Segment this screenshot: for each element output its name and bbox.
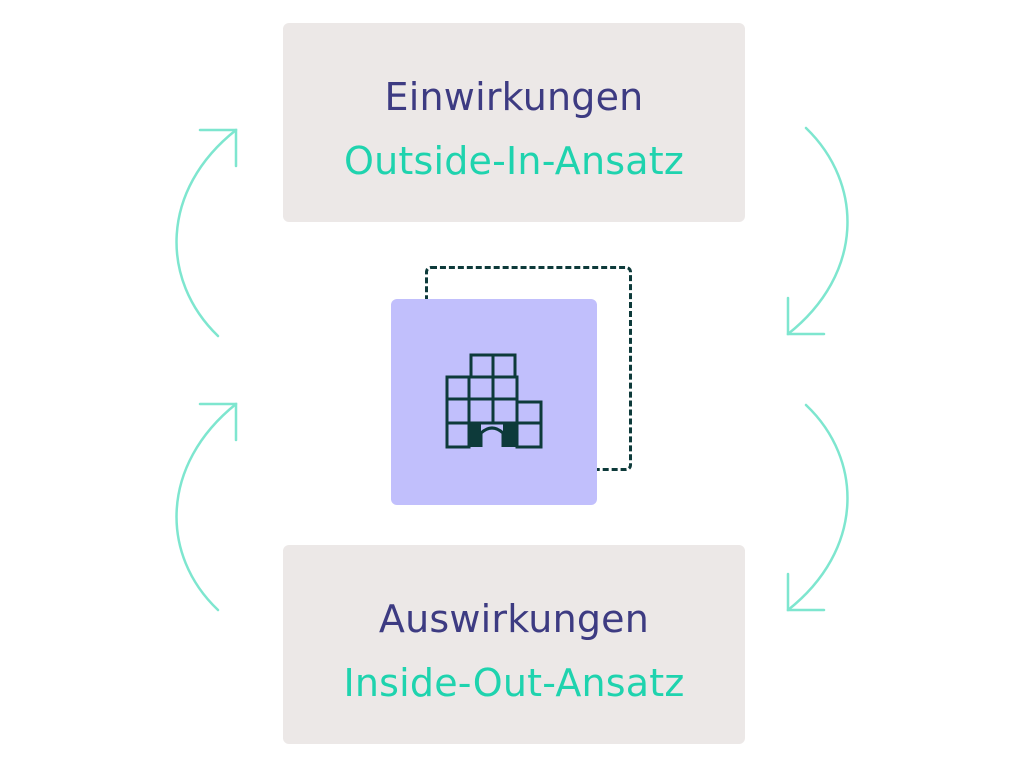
arrow-down-right-bottom: [786, 403, 849, 612]
impacts-out-title: Auswirkungen: [378, 597, 650, 641]
arrow-down-right-top: [786, 126, 849, 336]
arrow-up-left-top: [175, 128, 238, 338]
impacts-out-subtitle: Inside-Out-Ansatz: [343, 661, 685, 705]
impacts-in-box: Einwirkungen Outside-In-Ansatz: [283, 23, 745, 222]
impacts-in-subtitle: Outside-In-Ansatz: [343, 139, 685, 183]
company-tile: [391, 299, 597, 505]
arrow-up-left-bottom: [175, 402, 238, 612]
impacts-out-box: Auswirkungen Inside-Out-Ansatz: [283, 545, 745, 744]
impacts-in-title: Einwirkungen: [384, 75, 644, 119]
building-icon: [445, 353, 543, 449]
